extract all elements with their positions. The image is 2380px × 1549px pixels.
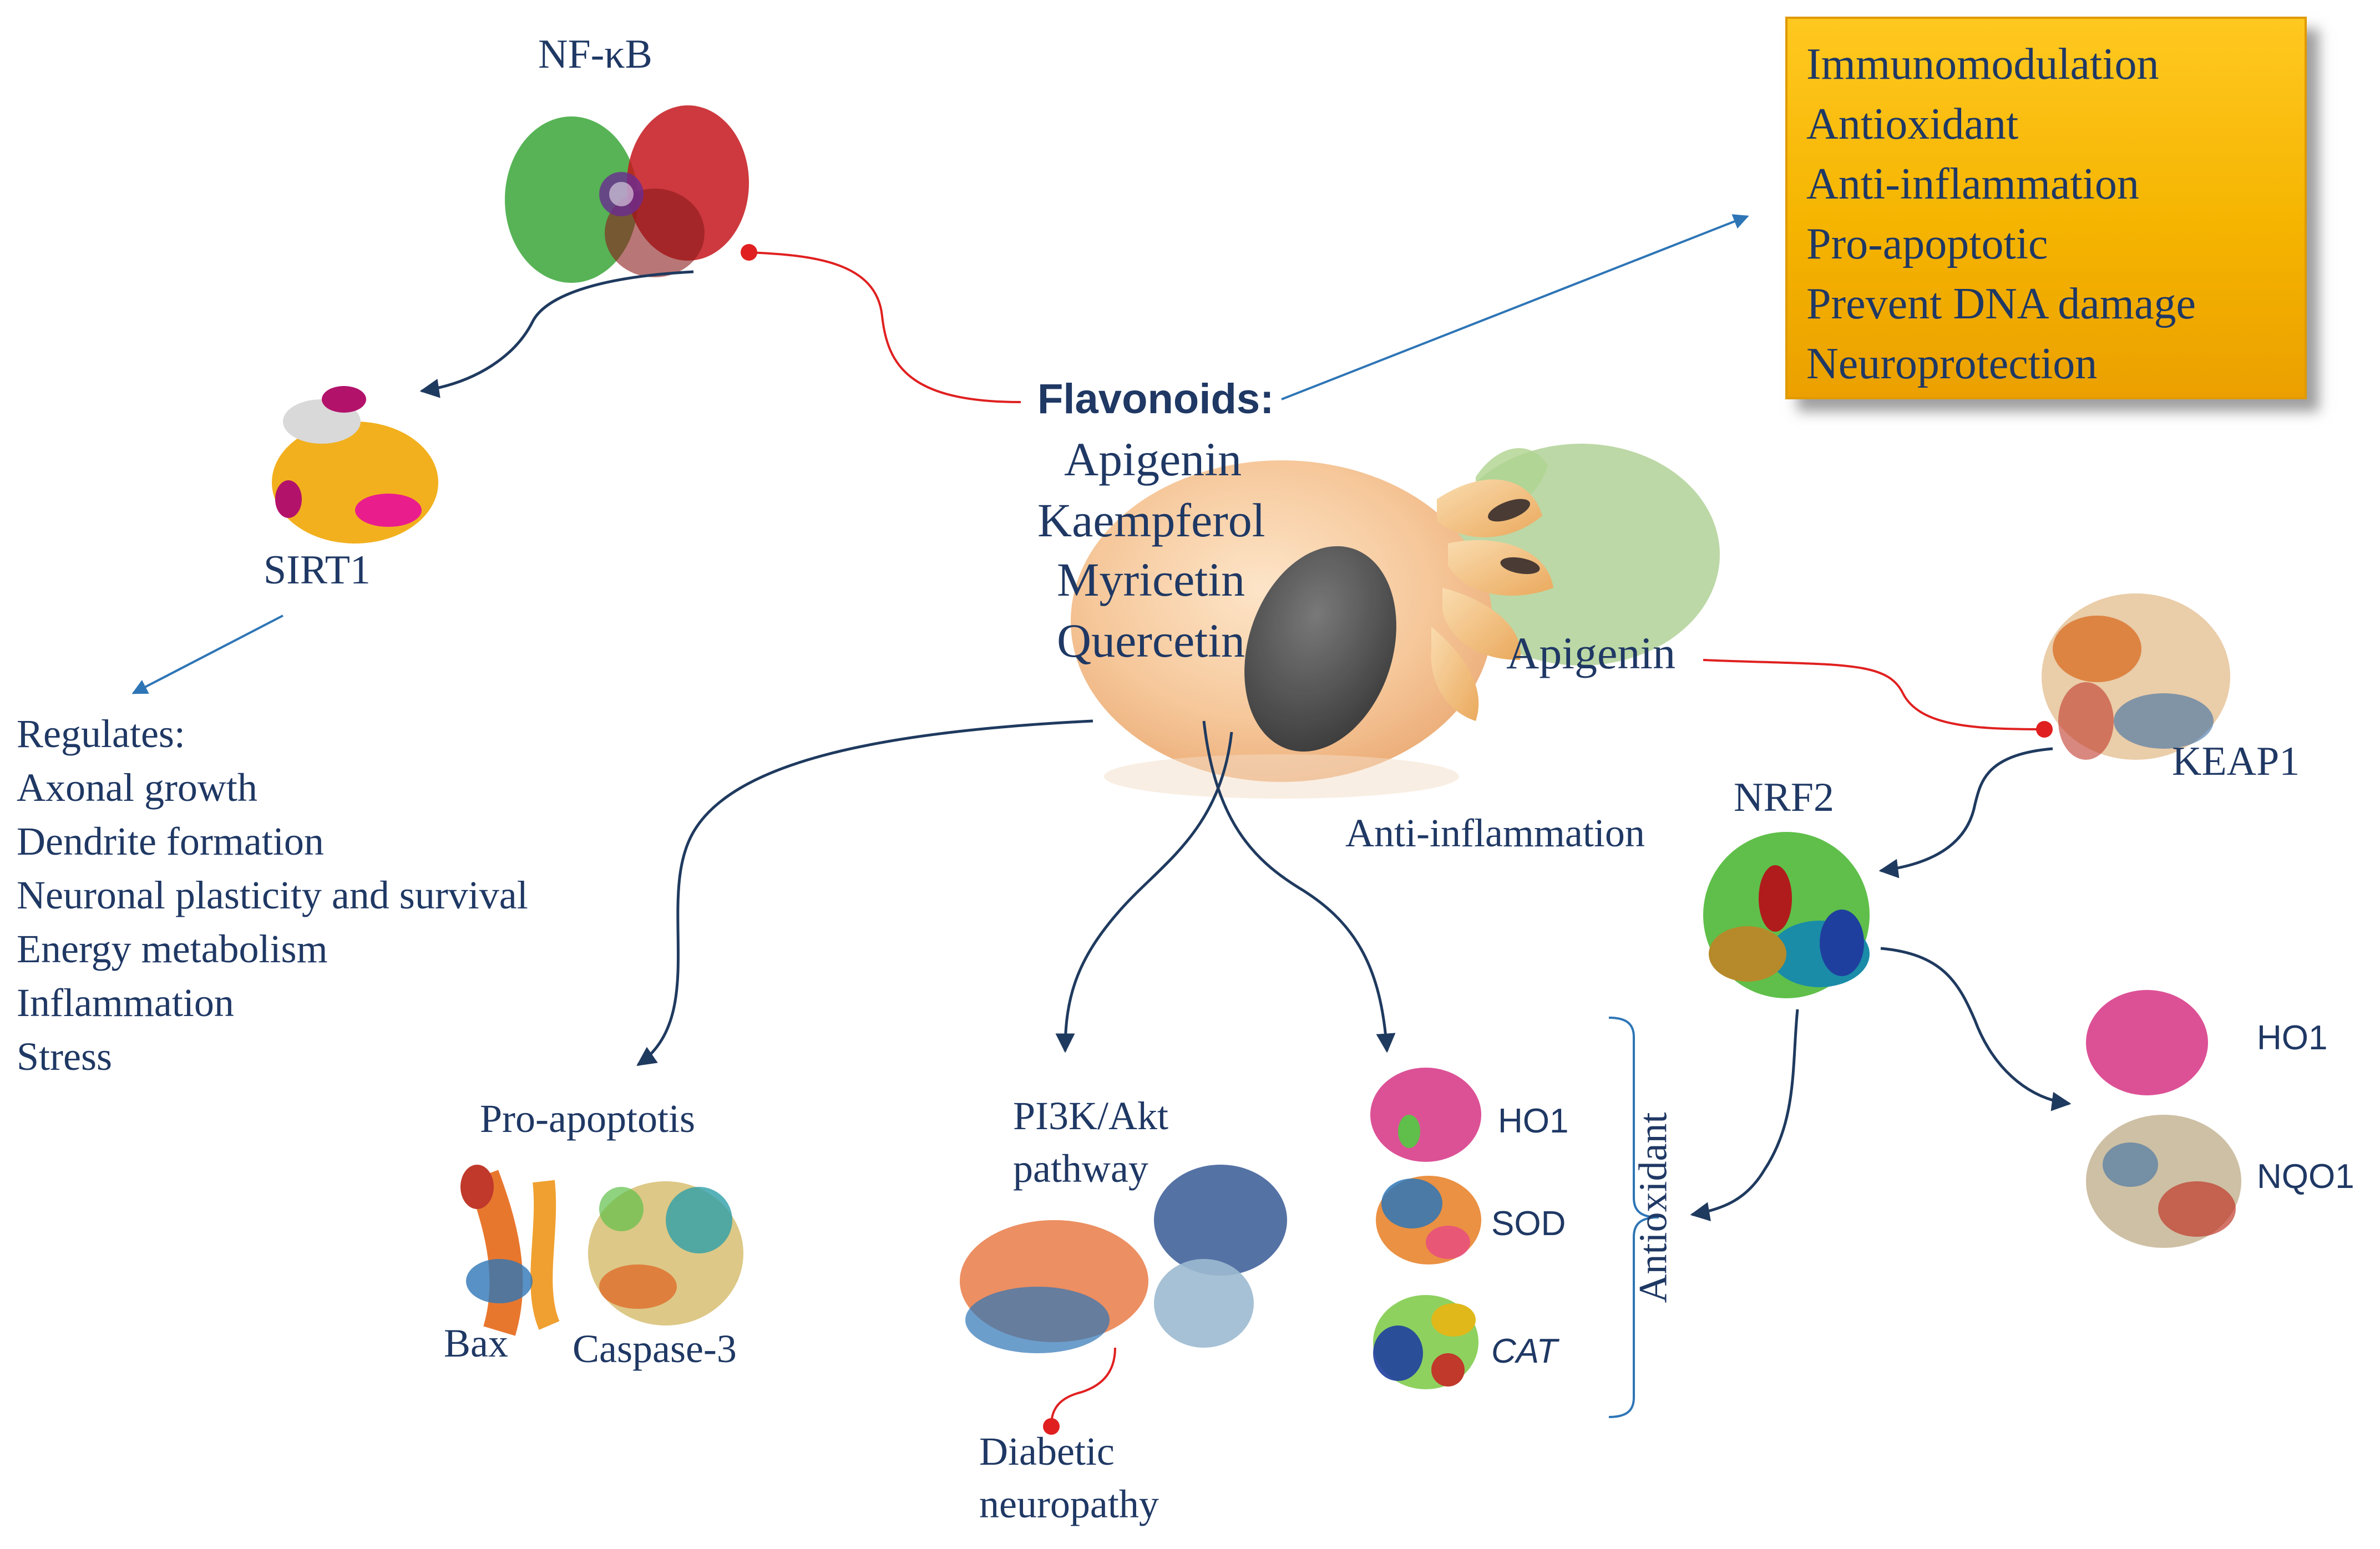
caspase3-label: Caspase-3 [573, 1327, 737, 1371]
nfkb-label: NF-κB [538, 32, 652, 77]
nrf2-label: NRF2 [1734, 775, 1834, 820]
nrf2-protein [1703, 832, 1870, 998]
pi3k-label-line2: pathway [1013, 1146, 1148, 1191]
nfkb-protein [505, 105, 749, 283]
caspase3-protein [588, 1181, 743, 1325]
flavonoids-to-antioxidant-arrow [1202, 720, 1396, 1053]
compound-myricetin: Myricetin [1057, 553, 1245, 606]
inhibit-nfkb-end [741, 244, 757, 261]
anti-inflammation-label: Anti-inflammation [1345, 811, 1645, 855]
cat-protein [1373, 1295, 1478, 1389]
inhibit-keap1-connector [1703, 659, 2045, 730]
effect-item: Neuroprotection [1806, 339, 2098, 388]
bax-protein [460, 1165, 560, 1336]
regulates-item: Neuronal plasticity and survival [17, 873, 528, 917]
effect-item: Pro-apoptotic [1806, 220, 2048, 268]
cat-label: CAT [1491, 1332, 1558, 1370]
regulates-item: Inflammation [17, 981, 234, 1025]
sirt1-to-regulates-arrow [131, 614, 283, 694]
inhibit-neuropathy-end [1043, 1418, 1060, 1435]
flavonoids-heading: Flavonoids: [1037, 375, 1274, 423]
sirt1-protein [272, 386, 438, 544]
compound-apigenin: Apigenin [1064, 433, 1242, 486]
ho1-right-label: HO1 [2257, 1019, 2328, 1057]
pro-apoptosis-label: Pro-apoptotis [480, 1096, 695, 1141]
ho1-center-label: HO1 [1498, 1102, 1569, 1140]
effect-item: Anti-inflammation [1806, 160, 2139, 209]
regulates-title: Regulates: [17, 712, 185, 756]
fruit-illustration [1071, 444, 1720, 799]
neuropathy-label-line2: neuropathy [979, 1482, 1159, 1526]
antioxidant-bracket [1608, 1017, 1659, 1418]
flavonoids-to-apoptosis-arrow [636, 719, 1093, 1066]
regulates-item: Stress [17, 1034, 113, 1079]
nqo1-label: NQO1 [2257, 1157, 2354, 1196]
flavonoids-to-pi3k-arrow [1055, 732, 1233, 1053]
sod-protein [1376, 1176, 1481, 1264]
nfkb-to-sirt1-arrow [419, 270, 694, 398]
effect-item: Prevent DNA damage [1806, 280, 2196, 328]
akt-protein [1154, 1165, 1287, 1348]
regulates-item: Dendrite formation [17, 819, 324, 864]
keap1-label: KEAP1 [2172, 739, 2300, 784]
compound-quercetin: Quercetin [1057, 614, 1245, 667]
pi3k-label-line1: PI3K/Akt [1013, 1094, 1169, 1138]
keap1-protein [2042, 593, 2230, 760]
inhibit-keap1-end [2036, 721, 2053, 738]
ho1-right-protein [2086, 990, 2208, 1095]
inhibit-neuropathy-connector [1050, 1347, 1116, 1426]
sirt1-label: SIRT1 [264, 547, 371, 593]
nrf2-to-antioxidant-arrow [1690, 1009, 1799, 1222]
flavonoids-to-effects-arrow [1281, 214, 1749, 400]
regulates-item: Axonal growth [17, 765, 257, 810]
regulates-item: Energy metabolism [17, 927, 328, 971]
compound-kaempferol: Kaempferol [1037, 494, 1265, 547]
sod-label: SOD [1491, 1205, 1566, 1243]
pi3k-protein [960, 1220, 1148, 1353]
ho1-center-protein [1370, 1068, 1481, 1162]
regulates-list: Regulates: Axonal growth Dendrite format… [17, 707, 528, 1084]
nrf2-to-targets-arrow [1880, 947, 2072, 1111]
keap1-to-nrf2-arrow [1878, 747, 2053, 878]
antioxidant-bracket-label: Antioxidant [1630, 1112, 1675, 1303]
nqo1-protein [2086, 1115, 2241, 1248]
neuropathy-label-line1: Diabetic [979, 1429, 1115, 1474]
effect-item: Immunomodulation [1806, 40, 2159, 89]
apigenin-right-label: Apigenin [1506, 628, 1676, 678]
bax-label: Bax [444, 1321, 508, 1365]
inhibit-nfkb-connector [748, 251, 1021, 403]
effect-item: Antioxidant [1806, 100, 2019, 149]
